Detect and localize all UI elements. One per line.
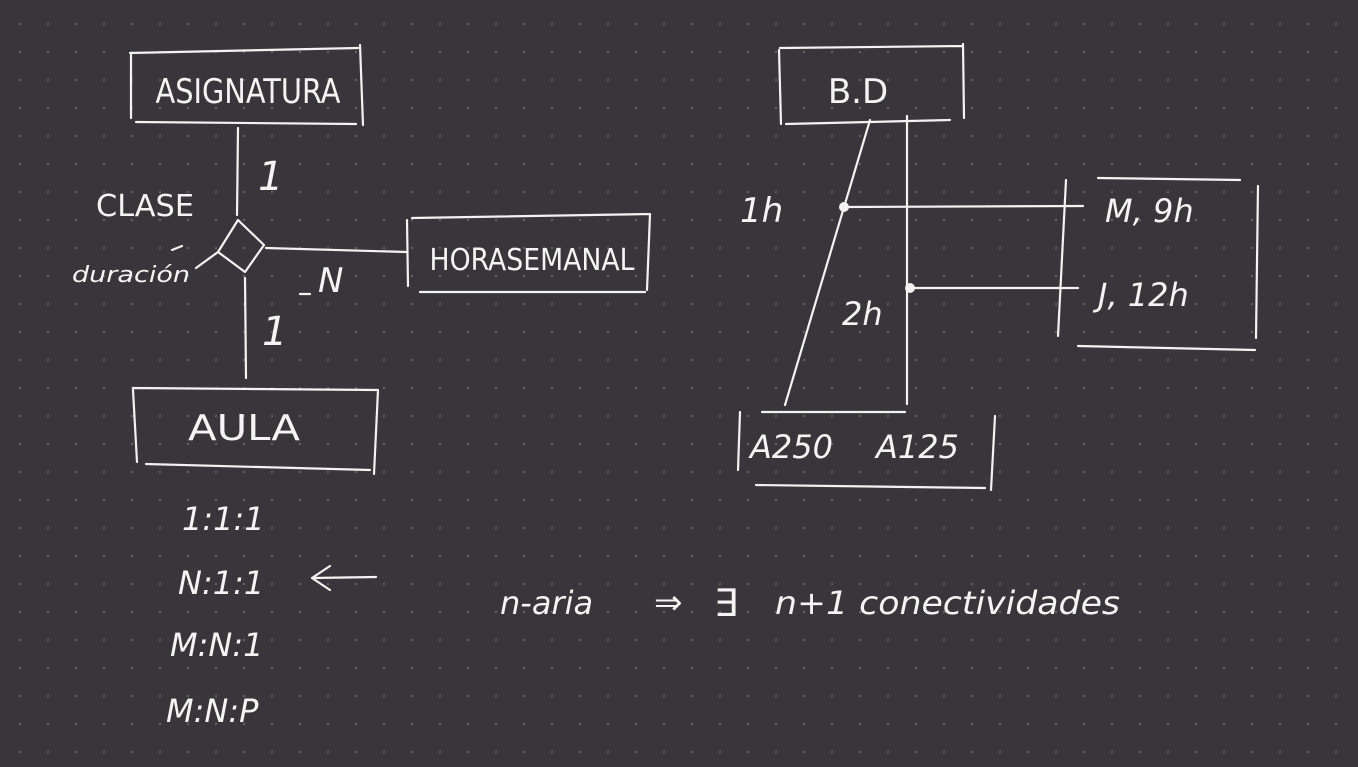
duration-label-2h: 2h	[842, 295, 883, 333]
implies-arrow-icon: ⇒	[654, 583, 683, 623]
note-connectivities: n+1 conectividades	[775, 584, 1120, 622]
entity-asignatura: ASIGNATURA	[128, 43, 365, 127]
pattern-2: N:1:1	[178, 564, 264, 602]
entity-horasemanal-label: HORASEMANAL	[430, 243, 635, 278]
duration-node-2h	[905, 283, 915, 293]
exists-symbol-icon: ∃	[714, 581, 738, 625]
entity-horasemanal: HORASEMANAL	[405, 212, 652, 294]
entity-bd: B.D	[777, 42, 966, 126]
duration-node-1h	[839, 202, 849, 212]
link-bd-a250	[783, 118, 872, 407]
attribute-duracion-label: duración	[72, 263, 190, 288]
relationship-clase-label: CLASE	[96, 189, 194, 224]
entity-asignatura-label: ASIGNATURA	[156, 72, 341, 112]
occurrence-diagram: B.D 1h 2h M, 9h J, 12h A250 A125	[736, 42, 1260, 492]
link-clase-horasemanal	[264, 246, 408, 254]
entity-bd-label: B.D	[828, 72, 888, 112]
duration-label-1h: 1h	[740, 191, 783, 231]
link-duration-m9h	[842, 204, 1085, 209]
pattern-3: M:N:1	[170, 626, 263, 664]
er-diagram: ASIGNATURA 1 CLASE duración N HORASEMANA…	[72, 43, 652, 476]
cardinality-horasemanal: N	[318, 261, 343, 301]
link-asignatura-clase	[235, 126, 240, 217]
naria-note: n-aria ⇒ ∃ n+1 conectividades	[500, 581, 1120, 625]
relationship-clase-diamond	[216, 218, 266, 274]
aula-a250: A250	[748, 428, 833, 466]
link-clase-aula	[243, 276, 248, 380]
hour-j12h: J, 12h	[1092, 276, 1189, 314]
aulas-set: A250 A125	[736, 410, 997, 492]
pointer-arrow-icon	[310, 564, 378, 592]
cardinality-aula: 1	[262, 309, 287, 355]
attribute-duracion-line	[170, 244, 220, 270]
note-naria: n-aria	[500, 584, 593, 622]
entity-aula: AULA	[131, 386, 380, 476]
entity-aula-label: AULA	[188, 408, 300, 449]
hours-set: M, 9h J, 12h	[1056, 176, 1260, 352]
aula-a125: A125	[874, 428, 959, 466]
cardinality-patterns: 1:1:1 N:1:1 M:N:1 M:N:P	[166, 500, 378, 730]
cardinality-asignatura: 1	[258, 154, 283, 200]
hour-m9h: M, 9h	[1105, 192, 1194, 230]
pattern-4: M:N:P	[166, 692, 259, 730]
pattern-1: 1:1:1	[182, 500, 265, 538]
